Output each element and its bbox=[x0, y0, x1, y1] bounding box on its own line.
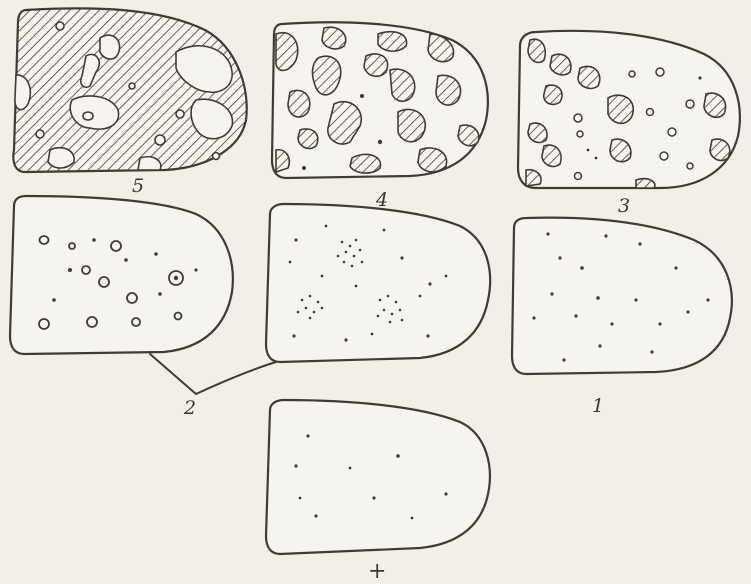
leaf-2-outline bbox=[10, 196, 233, 354]
leaf-control bbox=[266, 400, 490, 554]
label-control: + bbox=[368, 559, 386, 584]
label-stage-1: 1 bbox=[592, 395, 604, 417]
leaf-stage-1 bbox=[512, 218, 732, 374]
leaf-middle-outline bbox=[266, 204, 490, 362]
leaf-middle-speckled bbox=[266, 204, 490, 362]
leaf-control-outline bbox=[266, 400, 490, 554]
leaf-stage-4 bbox=[272, 22, 488, 178]
label-stage-3: 3 bbox=[618, 195, 630, 217]
label-stage-2: 2 bbox=[183, 397, 196, 419]
leaf-stage-2 bbox=[10, 196, 276, 394]
leaf-stage-3 bbox=[518, 31, 740, 188]
label-stage-5: 5 bbox=[132, 175, 144, 197]
leaf-1-outline bbox=[512, 218, 732, 374]
leaf-stage-5 bbox=[13, 8, 246, 172]
leaf-2-petiole bbox=[150, 354, 276, 394]
label-stage-4: 4 bbox=[375, 189, 388, 211]
